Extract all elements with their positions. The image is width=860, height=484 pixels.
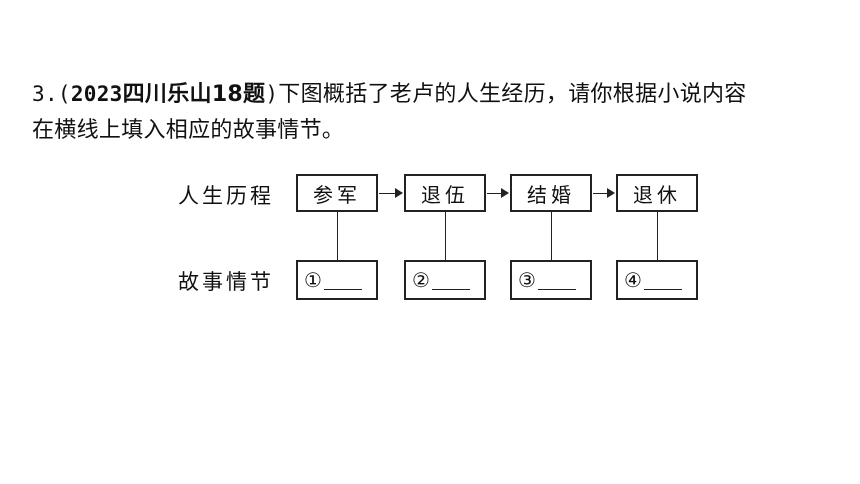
source-year: 2023 (70, 82, 123, 106)
plot-box-3[interactable]: ③ (510, 260, 592, 300)
source-close: ) (265, 82, 279, 106)
answer-blank-3[interactable] (537, 271, 576, 290)
question-stem-2: 在横线上填入相应的故事情节。 (32, 118, 345, 143)
connector-3 (551, 212, 552, 260)
arrow-3-4 (593, 188, 615, 198)
stage-box-3: 结婚 (510, 174, 592, 212)
plot-marker-1: ① (304, 268, 322, 292)
connector-1 (337, 212, 338, 260)
row-label-life: 人生历程 (178, 184, 274, 208)
question-line-1: 3.(2023四川乐山18题)下图概括了老卢的人生经历，请你根据小说内容 (32, 76, 842, 113)
arrow-1-2 (379, 188, 403, 198)
stage-box-2: 退伍 (404, 174, 486, 212)
stage-box-4: 退休 (616, 174, 698, 212)
answer-blank-1[interactable] (323, 271, 362, 290)
source-open: ( (57, 82, 71, 106)
plot-marker-3: ③ (518, 268, 536, 292)
stage-box-1: 参军 (296, 174, 378, 212)
row-label-plot: 故事情节 (178, 270, 274, 294)
plot-box-1[interactable]: ① (296, 260, 378, 300)
question-stem-1: 下图概括了老卢的人生经历，请你根据小说内容 (278, 82, 747, 107)
plot-box-2[interactable]: ② (404, 260, 486, 300)
source-region: 四川乐山18题 (122, 82, 266, 107)
question-text: 3.(2023四川乐山18题)下图概括了老卢的人生经历，请你根据小说内容 在横线… (32, 76, 842, 149)
question-number: 3. (32, 82, 58, 106)
plot-marker-2: ② (412, 268, 430, 292)
plot-marker-4: ④ (624, 268, 642, 292)
connector-2 (445, 212, 446, 260)
connector-4 (657, 212, 658, 260)
arrow-2-3 (487, 188, 509, 198)
plot-box-4[interactable]: ④ (616, 260, 698, 300)
answer-blank-4[interactable] (643, 271, 682, 290)
answer-blank-2[interactable] (431, 271, 470, 290)
